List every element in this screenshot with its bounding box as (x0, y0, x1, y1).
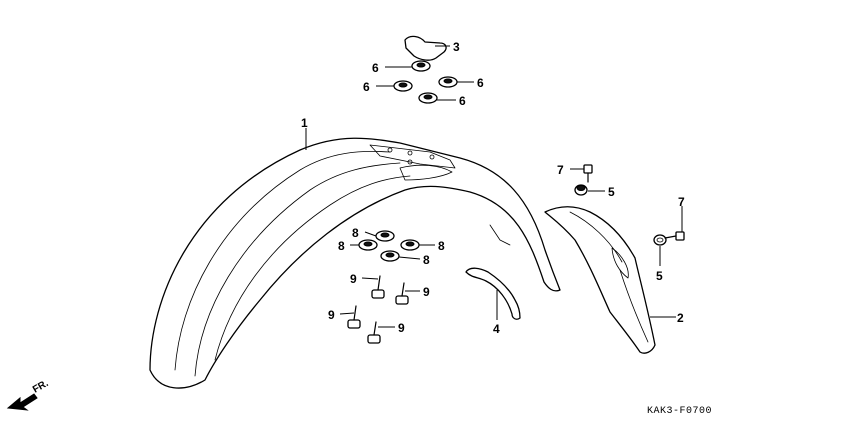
front-direction-arrow-icon: FR. (6, 378, 51, 411)
callout-7: 7 (678, 195, 685, 209)
direction-label: FR. (31, 378, 51, 396)
callout-8: 8 (338, 239, 345, 253)
stay-bracket-part (465, 267, 521, 320)
front-fender-part (149, 137, 561, 389)
screw-part (347, 275, 409, 344)
callout-6: 6 (363, 80, 370, 94)
washer-part (358, 230, 420, 262)
callout-5: 5 (656, 269, 663, 283)
callout-9: 9 (398, 321, 405, 335)
callout-5: 5 (608, 185, 615, 199)
bolt-part (664, 231, 685, 241)
callout-7: 7 (557, 163, 564, 177)
callout-4: 4 (493, 322, 500, 336)
callout-8: 8 (423, 253, 430, 267)
drawing-code: KAK3-F0700 (647, 406, 712, 417)
callout-8: 8 (352, 226, 359, 240)
clamp-bracket-part (404, 35, 447, 61)
callout-6: 6 (372, 61, 379, 75)
mudguard-plate-part (544, 206, 656, 354)
washer-part (393, 60, 458, 104)
callout-8: 8 (438, 239, 445, 253)
callout-2: 2 (677, 311, 684, 325)
callout-6: 6 (477, 76, 484, 90)
callout-3: 3 (453, 40, 460, 54)
callout-9: 9 (423, 285, 430, 299)
callout-6: 6 (459, 94, 466, 108)
callout-9: 9 (350, 272, 357, 286)
grommet-part (574, 184, 588, 196)
leader-lines (305, 45, 683, 328)
grommet-part (653, 234, 667, 246)
bolt-part (583, 164, 593, 183)
callout-1: 1 (301, 116, 308, 130)
callout-9: 9 (328, 308, 335, 322)
